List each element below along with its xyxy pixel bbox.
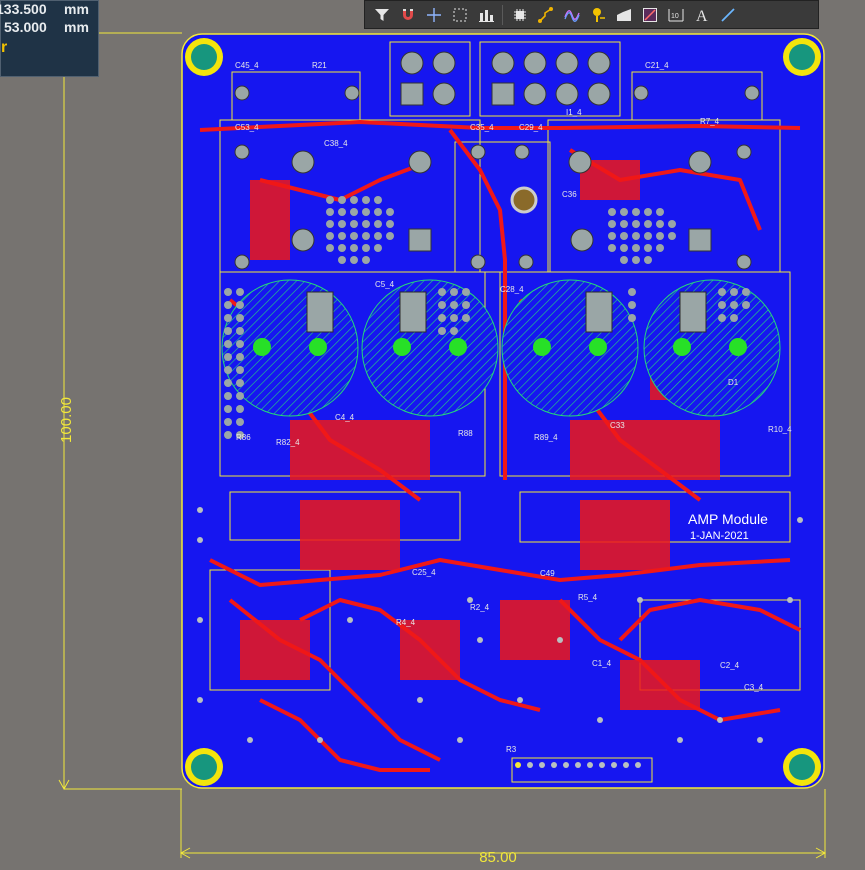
designator: C25_4 bbox=[412, 568, 436, 577]
designator: C2_4 bbox=[720, 661, 740, 670]
designator: C3_4 bbox=[744, 683, 764, 692]
designator: C5_4 bbox=[375, 280, 395, 289]
designator: R88 bbox=[458, 429, 473, 438]
select-rect-icon[interactable] bbox=[449, 4, 470, 25]
mount-holes bbox=[185, 38, 821, 786]
dimension-icon[interactable]: 10 bbox=[665, 4, 686, 25]
pcb-toolbar: 10 A bbox=[364, 0, 819, 29]
diff-pair-icon[interactable] bbox=[561, 4, 582, 25]
pin-header bbox=[511, 757, 653, 783]
capacitor-pads bbox=[253, 338, 747, 356]
polygon-icon[interactable] bbox=[613, 4, 634, 25]
layer-marker: r bbox=[1, 39, 8, 56]
dimension-overlay bbox=[58, 31, 827, 859]
designator: C35_4 bbox=[470, 123, 494, 132]
board-date: 1-JAN-2021 bbox=[690, 530, 749, 542]
designator: R4_4 bbox=[396, 618, 416, 627]
component-icon[interactable] bbox=[509, 4, 530, 25]
designator: R5_4 bbox=[578, 593, 598, 602]
width-dimension-label: 85.00 bbox=[479, 849, 517, 866]
designator-labels: C45_4 R21 C21_4 C53_4 C35_4 C29_4 I1_4 R… bbox=[235, 61, 792, 754]
line-icon[interactable] bbox=[717, 4, 738, 25]
magnet-icon[interactable] bbox=[397, 4, 418, 25]
designator: C21_4 bbox=[645, 61, 669, 70]
designator: C29_4 bbox=[519, 123, 543, 132]
signal-vias bbox=[197, 507, 803, 743]
route-icon[interactable] bbox=[535, 4, 556, 25]
designator: R21 bbox=[312, 61, 327, 70]
designator: R89_4 bbox=[534, 433, 558, 442]
designator: C4_4 bbox=[335, 413, 355, 422]
x-coordinate-unit: mm bbox=[64, 1, 89, 17]
y-coordinate-unit: mm bbox=[64, 19, 89, 35]
region-icon[interactable] bbox=[639, 4, 660, 25]
brown-via bbox=[510, 186, 538, 214]
designator: R3 bbox=[506, 745, 517, 754]
power-transistors bbox=[306, 291, 707, 333]
coordinate-readout: 133.500 mm 53.000 mm r bbox=[0, 0, 99, 77]
dimension-tool-label: 10 bbox=[671, 13, 679, 20]
designator: R86 bbox=[236, 433, 251, 442]
connector-pads bbox=[234, 51, 760, 270]
designator: C53_4 bbox=[235, 123, 259, 132]
text-icon[interactable]: A bbox=[691, 4, 712, 25]
crosshair-icon[interactable] bbox=[423, 4, 444, 25]
pin-icon[interactable] bbox=[587, 4, 608, 25]
filter-icon[interactable] bbox=[371, 4, 392, 25]
designator: C28_4 bbox=[500, 285, 524, 294]
align-icon[interactable] bbox=[475, 4, 496, 25]
text-tool-label: A bbox=[696, 8, 708, 24]
designator: D1 bbox=[728, 378, 739, 387]
x-coordinate-value: 133.500 bbox=[0, 1, 47, 17]
designator: I1_4 bbox=[566, 108, 582, 117]
designator: C1_4 bbox=[592, 659, 612, 668]
designator: R2_4 bbox=[470, 603, 490, 612]
toolbar-separator bbox=[502, 4, 503, 25]
designator: C33 bbox=[610, 421, 625, 430]
designator: C49 bbox=[540, 569, 555, 578]
designator: C45_4 bbox=[235, 61, 259, 70]
designator: C38_4 bbox=[324, 139, 348, 148]
height-dimension-label: 100.00 bbox=[58, 397, 75, 443]
thermal-vias bbox=[224, 196, 750, 439]
y-coordinate-value: 53.000 bbox=[4, 19, 47, 35]
designator: R10_4 bbox=[768, 425, 792, 434]
designator: R82_4 bbox=[276, 438, 300, 447]
designator: C36 bbox=[562, 190, 577, 199]
designator: R7_4 bbox=[700, 117, 720, 126]
board-title: AMP Module bbox=[688, 511, 768, 527]
